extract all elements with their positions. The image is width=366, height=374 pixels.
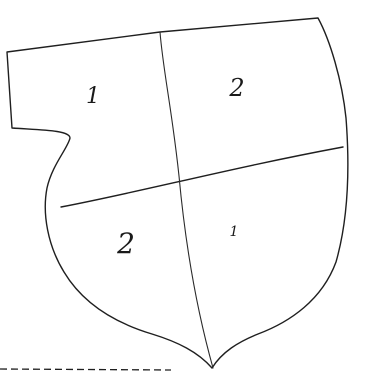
shield-outline <box>7 18 348 368</box>
region-label-bottom-left: 2 <box>116 227 135 260</box>
upper-vertical-divider <box>160 32 179 176</box>
lower-vertical-divider <box>179 176 213 368</box>
region-label-bottom-right: 1 <box>230 224 239 240</box>
region-label-top-left: 1 <box>86 84 100 109</box>
dashed-baseline <box>0 369 171 370</box>
region-label-top-right: 2 <box>228 74 244 102</box>
horizontal-divider <box>61 147 343 207</box>
